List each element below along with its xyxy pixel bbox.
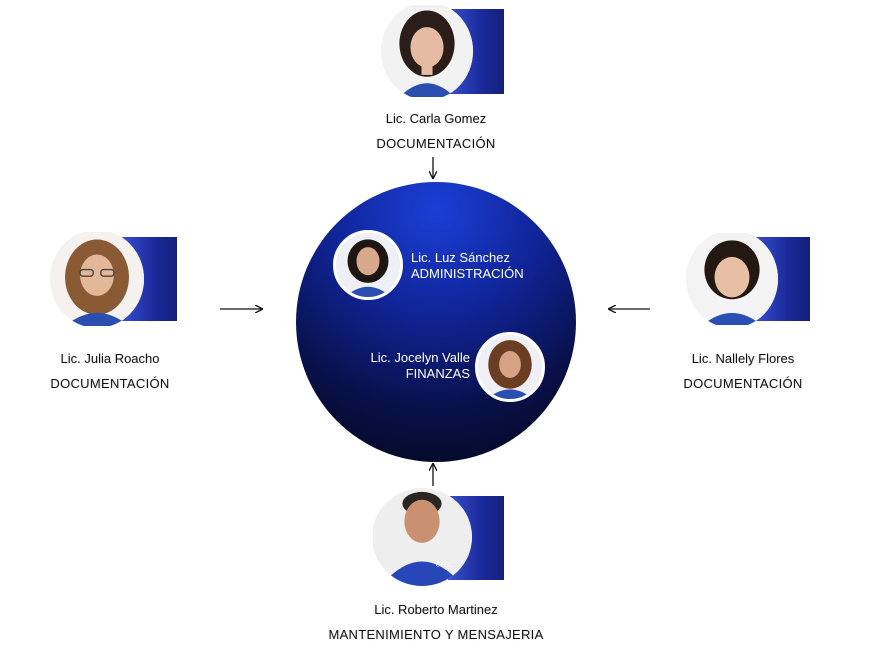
member-name: Lic. Nallely Flores: [691, 351, 795, 366]
center-circle: Lic. Luz Sánchez ADMINISTRACIÓN Lic. Joc…: [296, 182, 576, 462]
member-name: Lic. Julia Roacho: [60, 351, 160, 366]
person-photo-icon: [381, 2, 473, 100]
center-first-text: Lic. Luz Sánchez ADMINISTRACIÓN: [411, 250, 524, 282]
person-photo-icon: [686, 230, 778, 328]
center-second-text: Lic. Jocelyn Valle FINANZAS: [371, 350, 470, 382]
member-role: MANTENIMIENTO Y MENSAJERIA: [328, 627, 544, 642]
member-name: Lic. Carla Gomez: [385, 111, 487, 126]
member-name: Lic. Luz Sánchez: [411, 250, 511, 265]
member-role: ADMINISTRACIÓN: [411, 266, 524, 281]
member-name: Lic. Roberto Martinez: [374, 602, 498, 617]
member-role: DOCUMENTACIÓN: [683, 376, 803, 391]
person-photo-icon: [50, 230, 144, 328]
member-role: DOCUMENTACIÓN: [50, 376, 170, 391]
svg-text:CTEC: CTEC: [436, 562, 453, 568]
person-photo-icon: CTEC: [372, 488, 472, 586]
member-role: DOCUMENTACIÓN: [376, 136, 496, 151]
person-photo-icon: [333, 230, 403, 300]
member-role: FINANZAS: [405, 366, 470, 381]
person-photo-icon: [475, 332, 545, 402]
member-name: Lic. Jocelyn Valle: [370, 350, 470, 365]
